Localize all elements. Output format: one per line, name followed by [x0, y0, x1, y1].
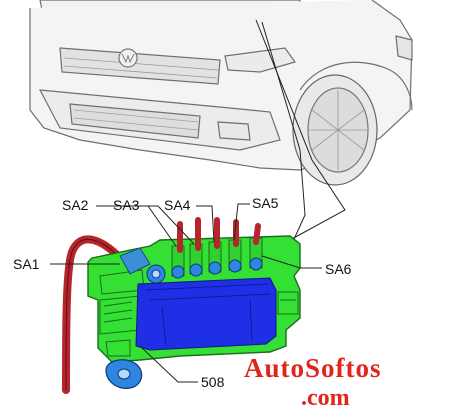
label-sa1: SA1 — [13, 256, 40, 272]
label-sa3: SA3 — [113, 197, 140, 213]
fog-light — [217, 121, 251, 141]
label-sa4: SA4 — [164, 197, 191, 213]
callout-labels: SA1 SA2 SA3 SA4 SA5 SA6 508 — [13, 195, 352, 390]
front-wheel — [292, 74, 378, 186]
front-grille — [59, 47, 221, 85]
label-sa2: SA2 — [62, 197, 89, 213]
front-fender — [299, 61, 413, 111]
brand-emblem — [118, 48, 138, 68]
label-508: 508 — [201, 374, 225, 390]
interior-details — [145, 283, 271, 347]
fuse-box-interior — [135, 277, 277, 351]
vehicle-front-illustration — [29, 0, 413, 186]
fuse-terminal-sa6 — [249, 237, 263, 271]
fuse-cables — [177, 217, 261, 253]
fuse-terminal-sa1 — [119, 247, 166, 284]
callout-leader-lines — [50, 203, 322, 383]
fuse-terminal-sa5 — [228, 239, 242, 273]
watermark-line-1: AutoSoftos — [244, 353, 382, 383]
headlight — [224, 47, 296, 73]
watermark-logo: AutoSoftos .com — [244, 353, 382, 411]
label-sa6: SA6 — [325, 261, 352, 277]
fuse-box-detail — [62, 217, 301, 394]
label-sa5: SA5 — [252, 195, 279, 211]
detail-leader-lines — [255, 19, 346, 249]
fuse-terminal-sa3 — [189, 243, 203, 277]
battery-terminal-clamp — [105, 359, 143, 389]
watermark-line-2: .com — [301, 385, 350, 411]
